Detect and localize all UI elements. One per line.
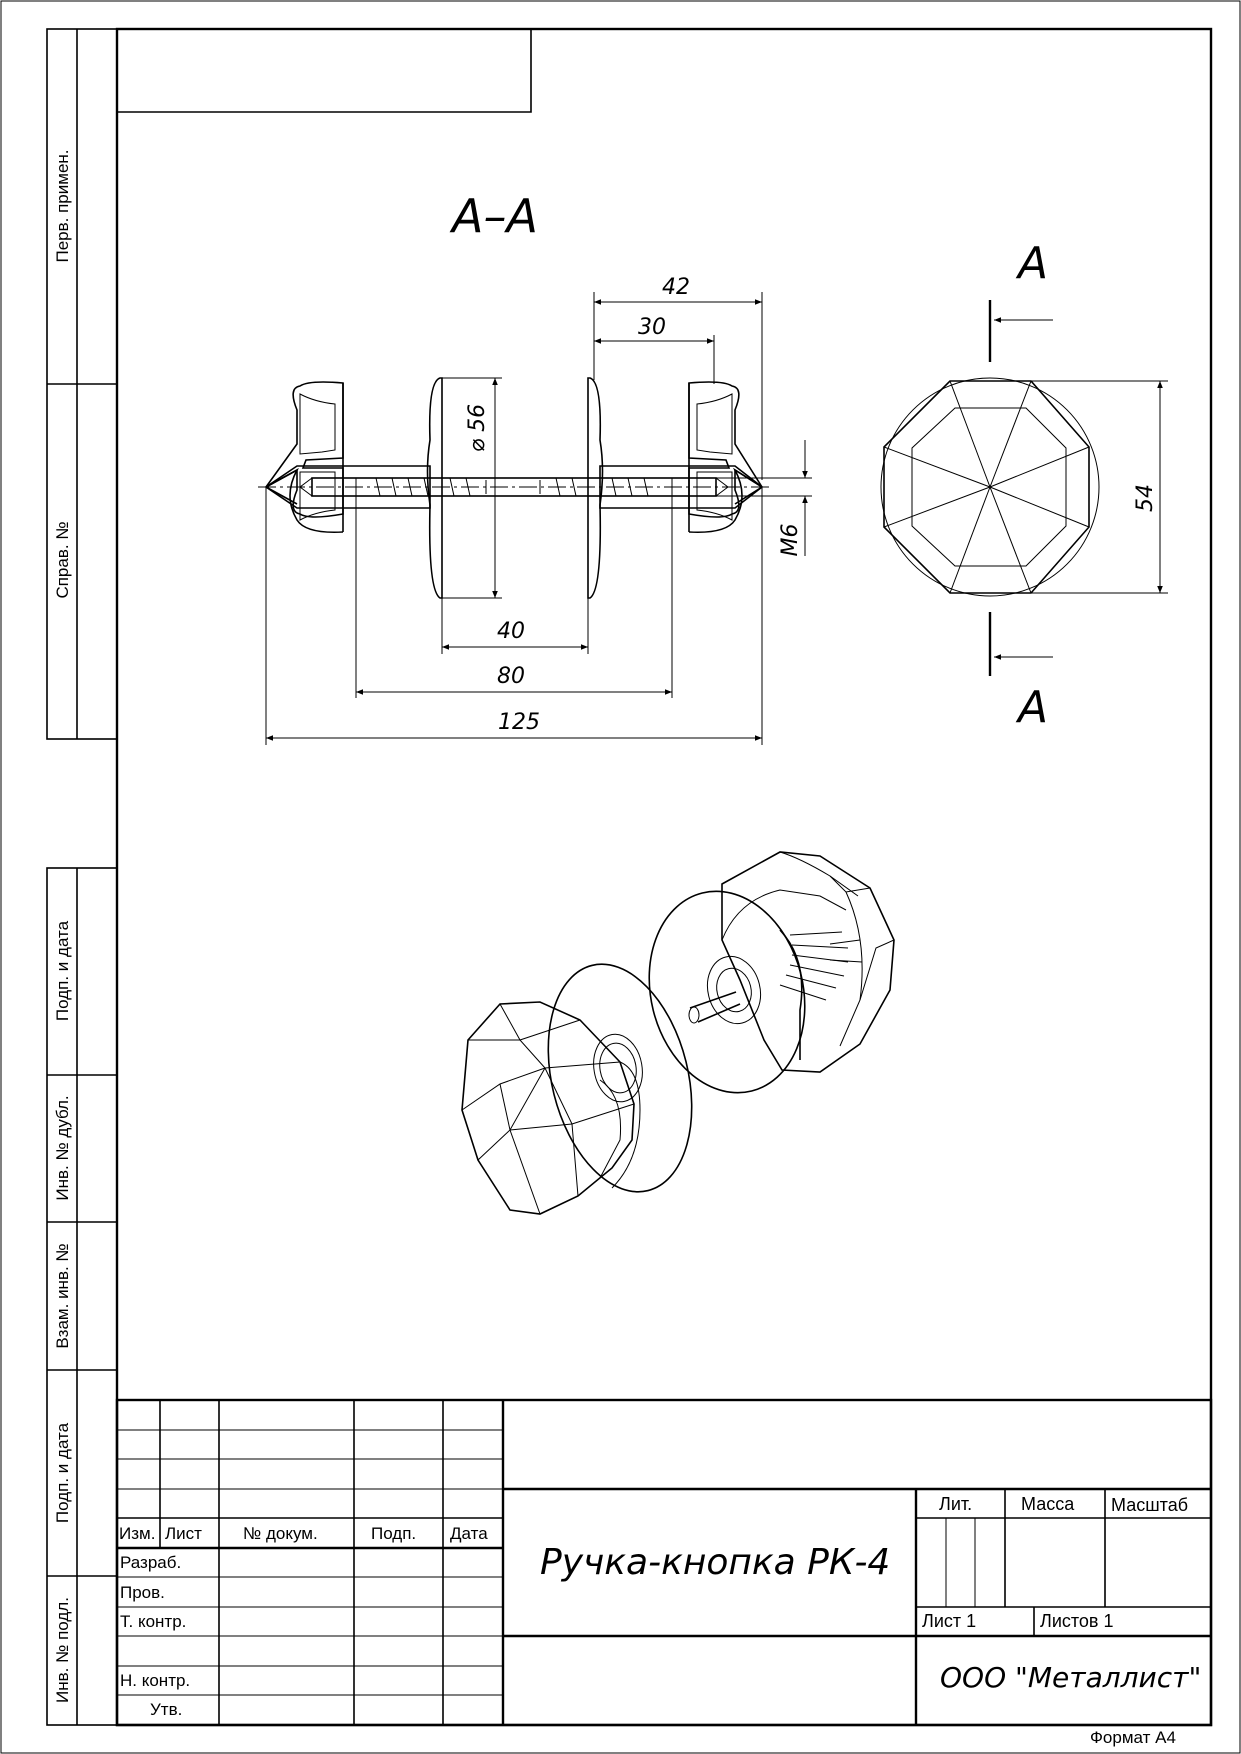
stamp-inv-podl: Инв. № подл.: [53, 1597, 72, 1703]
stamp-inv-dubl: Инв. № дубл.: [53, 1095, 72, 1200]
hdr-list: Лист: [165, 1524, 202, 1543]
stamp-sprav-no: Справ. №: [53, 521, 72, 598]
dim-m6: М6: [778, 524, 803, 557]
dim-d56: ⌀ 56: [465, 404, 490, 452]
dim-30: 30: [638, 315, 666, 340]
dim-125: 125: [498, 710, 540, 735]
role-prov: Пров.: [120, 1583, 165, 1602]
section-dimensions: 42 30 ⌀ 56 М6 40 80 125: [265, 275, 812, 745]
sheet-number: Лист 1: [922, 1611, 976, 1631]
designation-title: Ручка-кнопка РК-4: [540, 1542, 890, 1583]
format-label: Формат А4: [1090, 1728, 1176, 1747]
dim-80: 80: [497, 664, 525, 689]
lit-label: Лит.: [939, 1494, 972, 1514]
front-view: А А 54: [880, 238, 1168, 733]
hdr-izm: Изм.: [119, 1524, 155, 1543]
role-utv: Утв.: [150, 1700, 182, 1719]
stamp-perv-primen: Перв. примен.: [53, 149, 72, 262]
isometric-view: [461, 851, 895, 1215]
massa-label: Масса: [1021, 1494, 1075, 1514]
stamp-vzam-inv: Взам. инв. №: [53, 1243, 72, 1348]
stamp-podp-data-2: Подп. и дата: [53, 1422, 72, 1523]
masshtab-label: Масштаб: [1111, 1495, 1188, 1515]
dim-54: 54: [1133, 484, 1158, 512]
hdr-n-dokum: № докум.: [243, 1524, 318, 1543]
section-view: [258, 377, 770, 599]
section-label: А–А: [449, 189, 538, 243]
stamp-podp-data-1: Подп. и дата: [53, 920, 72, 1021]
side-stamp: Перв. примен. Справ. № Подп. и дата Инв.…: [46, 28, 118, 1726]
dim-40: 40: [497, 619, 525, 644]
sheets-count: Листов 1: [1040, 1611, 1114, 1631]
top-left-box: [117, 29, 532, 113]
title-block: Изм. Лист № докум. Подп. Дата Разраб. Пр…: [115, 1398, 1213, 1727]
role-n-kontr: Н. контр.: [120, 1671, 190, 1690]
dim-42: 42: [662, 275, 690, 300]
cut-marker-top: А: [1015, 238, 1048, 289]
company-name: ООО "Металлист": [940, 1661, 1201, 1694]
hdr-data: Дата: [450, 1524, 488, 1543]
role-razrab: Разраб.: [120, 1553, 181, 1572]
cut-marker-bottom: А: [1015, 682, 1048, 733]
hdr-podp: Подп.: [371, 1524, 416, 1543]
role-t-kontr: Т. контр.: [120, 1612, 186, 1631]
